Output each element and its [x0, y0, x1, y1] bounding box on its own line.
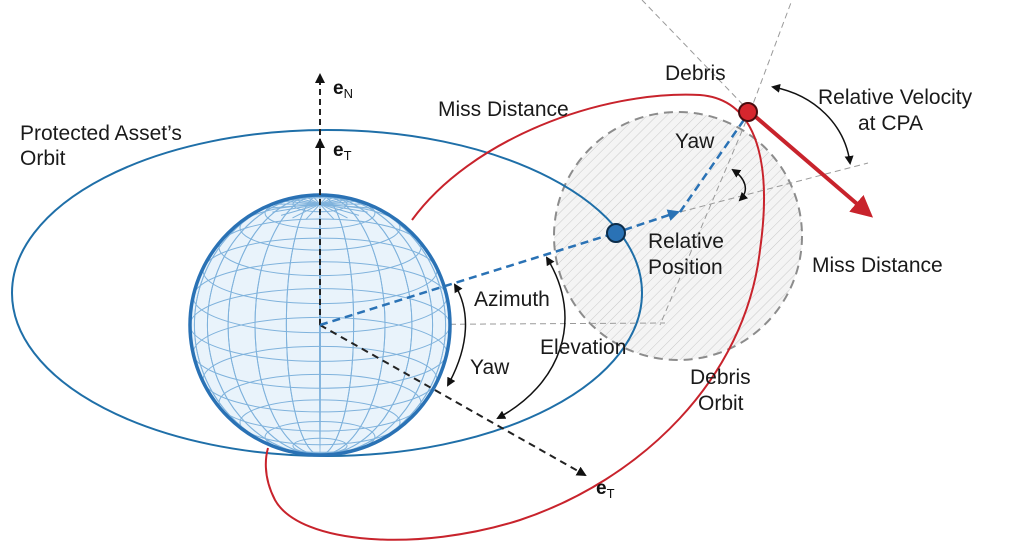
relative-position-label-line1: Relative — [648, 230, 724, 253]
labels: Protected Asset’s Orbit Miss Distance De… — [20, 62, 973, 501]
elevation-arc — [496, 256, 566, 419]
velocity-angle-arc — [771, 83, 854, 165]
relative-velocity-label-line1: Relative Velocity — [818, 86, 973, 109]
axis-e-t-out — [319, 324, 587, 476]
construction-lines — [319, 0, 869, 326]
azimuth-arc — [447, 283, 467, 387]
asset-orbit-label-line1: Protected Asset’s — [20, 122, 182, 145]
miss-distance-top-label: Miss Distance — [438, 98, 569, 121]
asset-orbit-label-line2: Orbit — [20, 147, 66, 170]
yaw-top-arc — [731, 168, 749, 202]
yaw-bottom-label: Yaw — [470, 356, 510, 379]
debris-orbit-label-line2: Orbit — [698, 392, 744, 415]
reference-axes — [315, 73, 587, 476]
angle-arcs — [447, 83, 854, 419]
debris-orbit-label-line1: Debris — [690, 366, 751, 389]
relative-position-vector — [319, 113, 750, 327]
yaw-top-label: Yaw — [675, 130, 715, 153]
miss-distance-right-label: Miss Distance — [812, 254, 943, 277]
azimuth-label: Azimuth — [474, 288, 550, 311]
relative-position-label-line2: Position — [648, 256, 723, 279]
debris-orbit — [264, 93, 765, 541]
debris-position-dot — [738, 102, 758, 122]
axis-e-n-label: eN — [333, 78, 353, 101]
relative-velocity-label-line2: at CPA — [858, 112, 923, 135]
elevation-label: Elevation — [540, 336, 626, 359]
debris-label: Debris — [665, 62, 726, 85]
asset-position-dot — [606, 223, 626, 243]
axis-e-t-out-label: eT — [596, 478, 615, 501]
axis-e-t-up-label: eT — [333, 140, 352, 163]
